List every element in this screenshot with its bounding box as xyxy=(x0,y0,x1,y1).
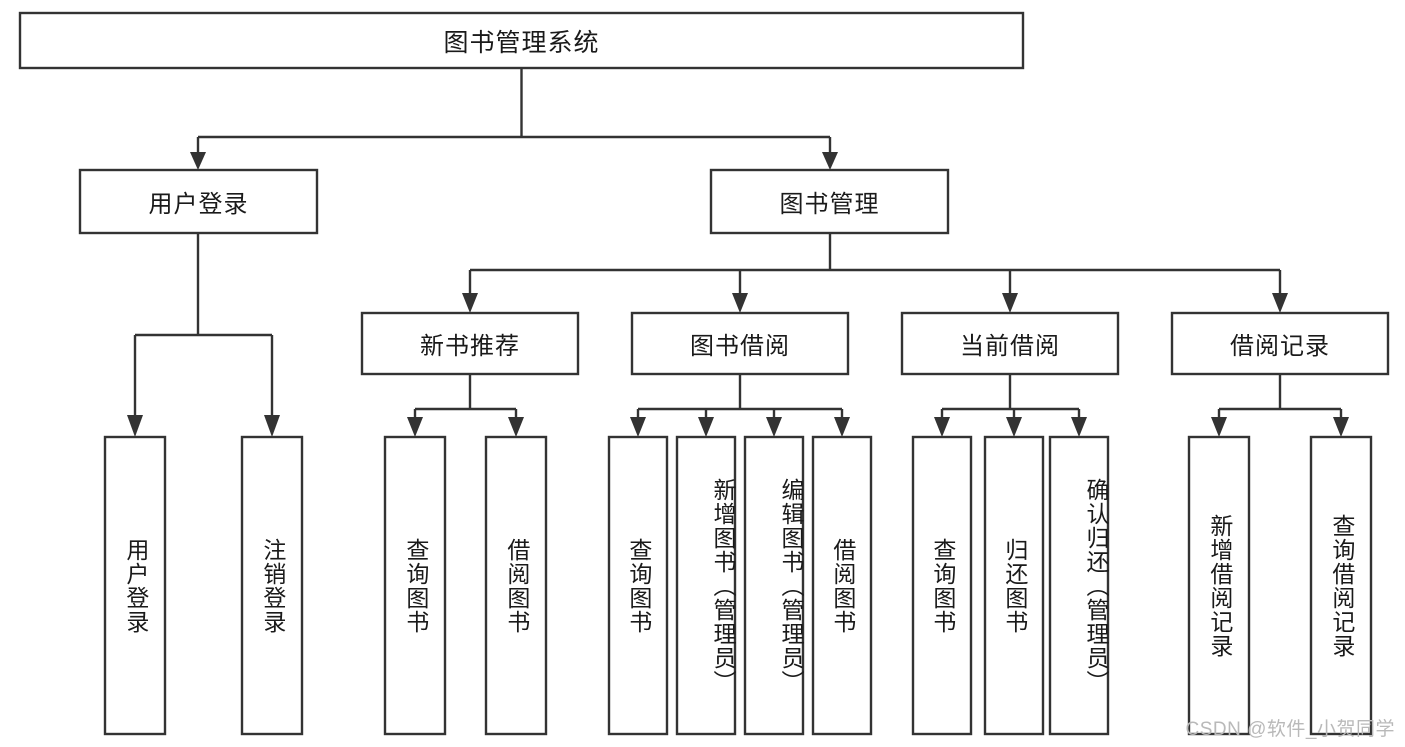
arrow-head-book-mgmt xyxy=(822,152,838,170)
leaf-box-return-book[interactable] xyxy=(983,435,1045,736)
connector-group-root xyxy=(190,68,838,170)
connector-group-current-leaves xyxy=(934,374,1087,437)
leaf-box-add-borrow-record[interactable] xyxy=(1187,435,1251,736)
leaf-box-query-book-borrow[interactable] xyxy=(607,435,669,736)
node-box-current-borrow[interactable] xyxy=(900,311,1120,376)
leaf-box-logout[interactable] xyxy=(240,435,304,736)
arrow-head-leaf-query-book-2 xyxy=(630,417,646,437)
leaf-box-user-login[interactable] xyxy=(103,435,167,736)
node-box-book-management[interactable] xyxy=(709,168,950,235)
leaf-box-query-book-current[interactable] xyxy=(911,435,973,736)
arrow-head-leaf-borrow-book-1 xyxy=(508,417,524,437)
leaf-box-borrow-book-newbooks[interactable] xyxy=(484,435,548,736)
arrow-head-user-login xyxy=(190,152,206,170)
leaf-box-borrow-book[interactable] xyxy=(811,435,873,736)
leaf-box-query-borrow-record[interactable] xyxy=(1309,435,1373,736)
leaf-box-query-book-newbooks[interactable] xyxy=(383,435,447,736)
arrow-head-leaf-borrow-book-2 xyxy=(834,417,850,437)
arrow-head-leaf-return-book xyxy=(1006,417,1022,437)
arrow-head-new-books xyxy=(462,293,478,313)
connector-group-book-mgmt xyxy=(462,233,1288,313)
connector-group-new-books-leaves xyxy=(407,374,524,437)
arrow-head-leaf-confirm-return xyxy=(1071,417,1087,437)
arrow-head-records xyxy=(1272,293,1288,313)
arrow-head-current xyxy=(1002,293,1018,313)
arrow-head-leaf-logout xyxy=(264,415,280,437)
leaf-box-confirm-return-admin[interactable] xyxy=(1048,435,1110,736)
arrow-head-leaf-add-book xyxy=(698,417,714,437)
arrow-head-leaf-edit-book xyxy=(766,417,782,437)
arrow-head-leaf-query-record xyxy=(1333,417,1349,437)
connector-group-records-leaves xyxy=(1211,374,1349,437)
node-box-root[interactable] xyxy=(18,11,1025,70)
arrow-head-leaf-user-login xyxy=(127,415,143,437)
connector-group-borrow-leaves xyxy=(630,374,850,437)
arrow-head-leaf-add-record xyxy=(1211,417,1227,437)
arrow-head-leaf-query-book-1 xyxy=(407,417,423,437)
node-box-book-borrow[interactable] xyxy=(630,311,850,376)
leaf-box-edit-book-admin[interactable] xyxy=(743,435,805,736)
connector-group-user-login-leaves xyxy=(127,233,280,437)
arrow-head-leaf-query-book-3 xyxy=(934,417,950,437)
node-box-borrow-records[interactable] xyxy=(1170,311,1390,376)
leaf-box-add-book-admin[interactable] xyxy=(675,435,737,736)
node-box-user-login[interactable] xyxy=(78,168,319,235)
arrow-head-borrow xyxy=(732,293,748,313)
node-box-new-book-recommend[interactable] xyxy=(360,311,580,376)
